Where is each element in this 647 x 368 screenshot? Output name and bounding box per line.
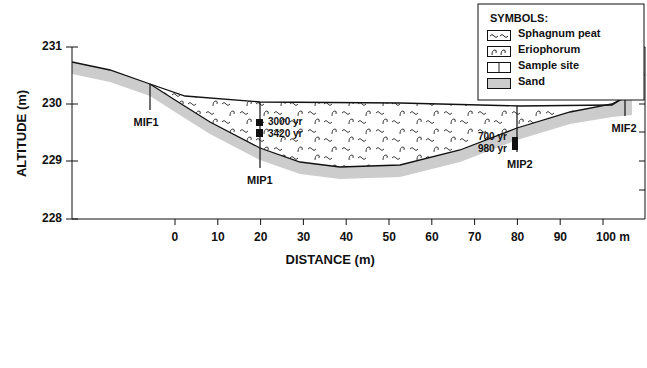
axis-tick-label: 10	[211, 231, 224, 245]
legend-text: Sample site	[518, 59, 579, 72]
axis-tick-label: 230	[42, 97, 62, 111]
axis-tick-label: 30	[297, 231, 310, 245]
date-label: 700 yr	[478, 131, 507, 143]
legend-swatch	[487, 43, 511, 54]
site-label: MIF2	[612, 122, 637, 135]
date-label: 3420 yr	[268, 128, 302, 140]
legend-heading: SYMBOLS:	[490, 12, 548, 25]
site-label: MIP1	[247, 174, 273, 187]
axis-tick-label: 229	[42, 154, 62, 168]
site-label: MIP2	[507, 158, 533, 171]
site-label: MIF1	[134, 116, 159, 129]
legend-swatch	[487, 59, 511, 70]
legend-text: Sand	[518, 75, 545, 88]
date-label: 980 yr	[478, 143, 507, 155]
axis-tick-label: 228	[42, 212, 62, 226]
date-label: 3000 yr	[268, 116, 302, 128]
legend-swatch	[487, 75, 511, 86]
legend-text: Eriophorum	[518, 43, 580, 56]
legend-text: Sphagnum peat	[518, 27, 601, 40]
axis-tick-label: 231	[42, 40, 62, 54]
axis-tick-label: 0	[172, 231, 179, 245]
axis-title: ALTITUDE (m)	[15, 89, 30, 176]
axis-tick-label: 20	[254, 231, 267, 245]
legend-box	[478, 4, 644, 100]
axis-tick-label: 50	[383, 231, 396, 245]
axis-tick-label: 40	[340, 231, 353, 245]
legend-swatch	[487, 27, 511, 38]
axis-tick-label: 100 m	[596, 231, 630, 245]
axis-tick-label: 70	[468, 231, 481, 245]
axis-title: DISTANCE (m)	[286, 253, 375, 268]
axis-tick-label: 80	[511, 231, 524, 245]
axis-tick-label: 60	[425, 231, 438, 245]
axis-tick-label: 90	[554, 231, 567, 245]
